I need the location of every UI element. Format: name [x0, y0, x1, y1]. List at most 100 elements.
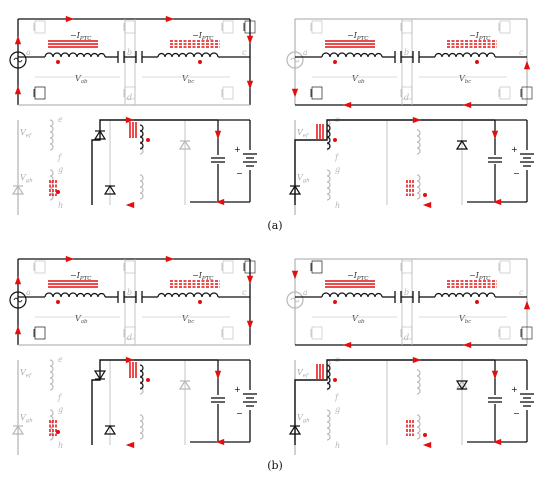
node-h: h: [335, 201, 340, 210]
current-arrow: [491, 130, 499, 140]
diode-body: [11, 184, 25, 195]
mosfet-body: [222, 260, 234, 274]
caption-a: (a): [267, 219, 283, 232]
current-arrow: [492, 198, 502, 206]
mosfet-body: [34, 20, 46, 34]
diode: [455, 380, 469, 391]
mosfet-switch: [33, 326, 46, 340]
mosfet-body: [499, 86, 511, 100]
inductor-coil: [321, 52, 355, 58]
inductor-coil: [157, 292, 187, 298]
mosfet-body: [401, 326, 413, 340]
transformer-coil: [416, 369, 421, 395]
battery: +−: [511, 145, 534, 178]
node-a: a: [303, 48, 308, 57]
secondary-current-path: [294, 359, 495, 445]
i-ptc-label: −IPTC: [347, 31, 369, 42]
mosfet-switch: [221, 86, 234, 100]
current-arrow: [523, 60, 531, 70]
current-arrow: [412, 116, 422, 124]
node-g: g: [58, 165, 63, 174]
mosfet-switch: [310, 20, 323, 34]
current-arrow: [462, 341, 472, 349]
transformer-coil: [139, 414, 144, 440]
polarity-dot: [333, 138, 337, 142]
diode: [103, 184, 117, 195]
mosfet-switch: [520, 326, 533, 340]
current-arrow: [246, 80, 254, 90]
v-ef-label: Vef: [20, 128, 32, 139]
node-c: c: [242, 48, 247, 57]
inductor-coil: [44, 52, 78, 58]
battery: +−: [234, 145, 257, 178]
battery-plus: +: [511, 385, 518, 394]
v-bc-label: Vbc: [182, 314, 194, 325]
polarity-dot: [56, 190, 60, 194]
mosfet-body: [311, 86, 323, 100]
battery-minus: −: [513, 409, 520, 418]
polarity-dot: [423, 433, 427, 437]
inductor-coil: [185, 292, 219, 298]
current-arrow: [14, 85, 22, 95]
node-d: d: [127, 333, 132, 342]
transformer-coil: [49, 359, 54, 391]
node-f: f: [334, 393, 340, 402]
transformer-coil: [326, 124, 331, 150]
mosfet-switch: [310, 326, 323, 340]
transformer-coil: [416, 174, 421, 200]
mosfet-switch: [123, 326, 136, 340]
inductor-coil: [76, 52, 106, 58]
mosfet-switch: [498, 20, 511, 34]
diode-body: [455, 139, 469, 150]
current-arrow: [215, 198, 225, 206]
current-arrow: [165, 255, 175, 263]
inductor-coil: [185, 52, 219, 58]
transformer-coil: [139, 124, 144, 150]
mosfet-switch: [498, 326, 511, 340]
diode-body: [93, 129, 107, 140]
mosfet-switch: [221, 20, 234, 34]
mosfet-body: [311, 260, 323, 274]
node-h: h: [58, 201, 63, 210]
i-ptc-label: −IPTC: [70, 271, 92, 282]
mosfet-switch: [400, 20, 413, 34]
mosfet-body: [521, 86, 533, 100]
v-ab-label: Vab: [75, 314, 88, 325]
mosfet-body: [244, 260, 256, 274]
mosfet-switch: [221, 326, 234, 340]
mosfet-body: [311, 260, 323, 274]
diode: [288, 424, 302, 435]
mosfet-switch: [33, 326, 46, 340]
secondary-current-path: [294, 119, 495, 205]
diode: [288, 184, 302, 195]
node-e: e: [58, 355, 63, 364]
v-ef-label: Vef: [297, 368, 309, 379]
mosfet-switch: [221, 260, 234, 274]
diode-body: [288, 184, 302, 195]
i-ptc-label: −IPTC: [192, 271, 214, 282]
v-bc-label: Vbc: [182, 74, 194, 85]
mosfet-switch: [123, 260, 136, 274]
current-arrow: [125, 356, 135, 364]
ac-source: [286, 51, 304, 69]
inductor-coil: [44, 292, 78, 298]
polarity-dot: [423, 193, 427, 197]
transformer-coil: [139, 174, 144, 200]
mosfet-body: [499, 326, 511, 340]
mosfet-switch: [310, 86, 323, 100]
current-arrow: [342, 341, 352, 349]
node-c: c: [519, 288, 524, 297]
mosfet-switch: [310, 260, 323, 274]
current-arrow: [412, 356, 422, 364]
mosfet-body: [34, 86, 46, 100]
mosfet-body: [401, 86, 413, 100]
polarity-dot: [198, 60, 202, 64]
current-arrow: [422, 201, 432, 209]
mosfet-switch: [310, 260, 323, 274]
battery: +−: [511, 385, 534, 418]
battery-plus: +: [234, 145, 241, 154]
v-gh-label: Vgh: [297, 413, 310, 424]
mosfet-switch: [33, 20, 46, 34]
